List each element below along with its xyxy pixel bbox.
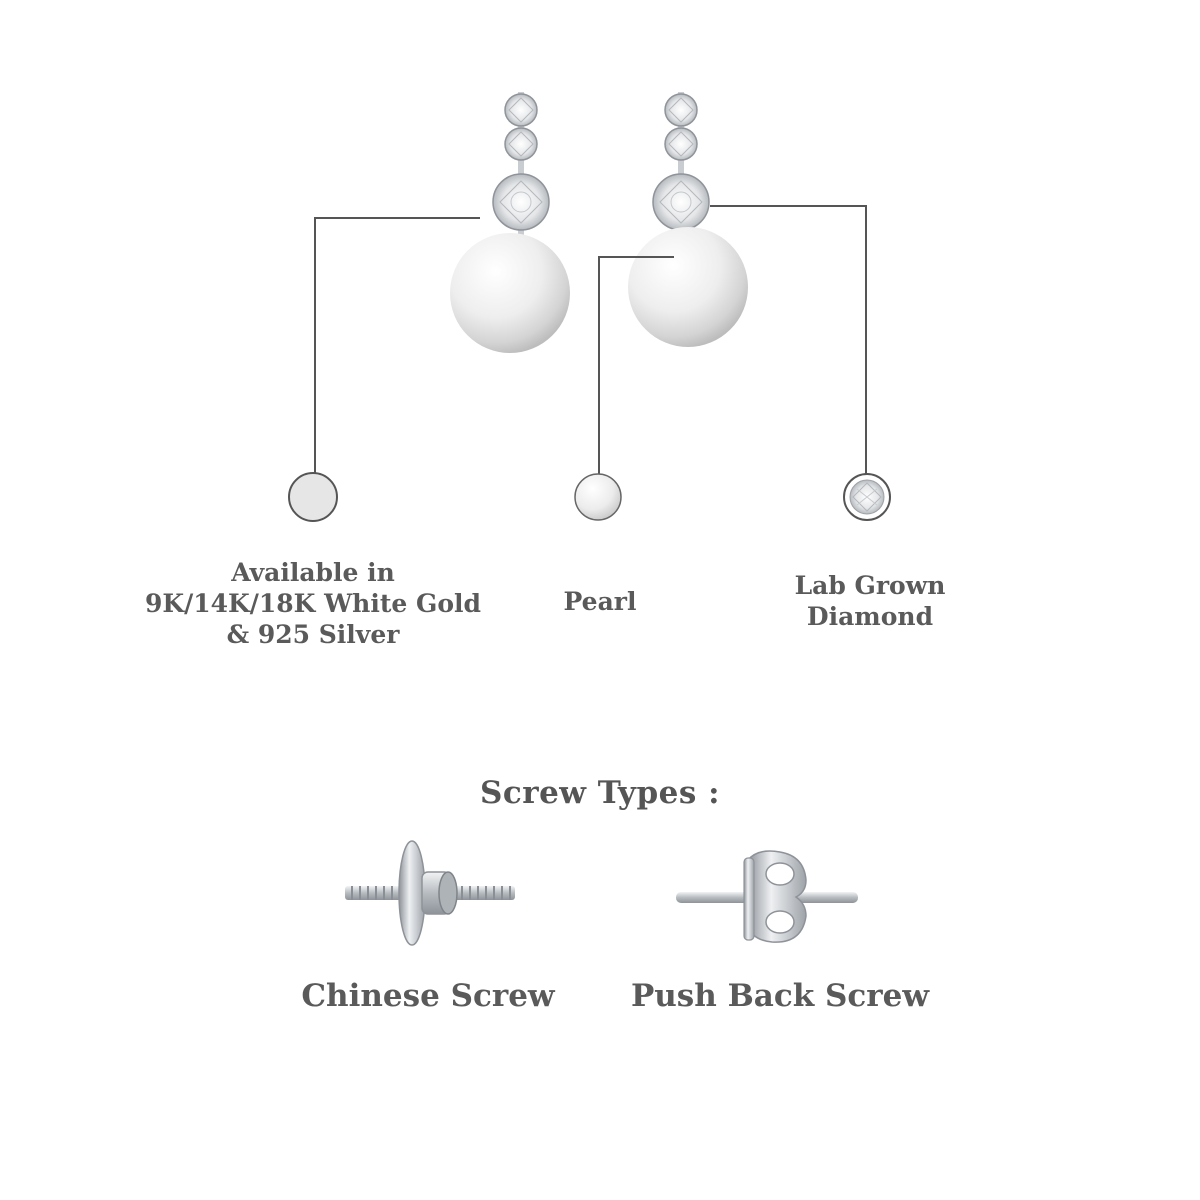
diamond-stone [664, 93, 698, 127]
leader-line-metal [314, 217, 480, 474]
material-label-line: Pearl [563, 587, 637, 616]
chinese-screw-label: Chinese Screw [301, 978, 555, 1014]
material-label-line: & 925 Silver [226, 620, 400, 649]
screw-types-title: Screw Types : [479, 775, 721, 811]
pearl [628, 227, 748, 347]
material-label-line: 9K/14K/18K White Gold [144, 589, 482, 618]
material-label-pearl: Pearl [500, 586, 700, 617]
diamond-swatch-icon [843, 473, 891, 521]
diamond-stone [652, 173, 710, 231]
diamond-stone [504, 93, 538, 127]
material-label-metal: Available in 9K/14K/18K White Gold & 925… [113, 557, 513, 650]
diamond-stone [504, 127, 538, 161]
material-label-line: Lab Grown [794, 571, 946, 600]
material-label-diamond: Lab Grown Diamond [720, 570, 1020, 632]
chinese-screw-icon [345, 840, 515, 946]
pearl [450, 233, 570, 353]
metal-swatch-icon [288, 472, 338, 522]
diamond-stone [664, 127, 698, 161]
earring-right [628, 92, 748, 347]
leader-line-diamond [710, 205, 867, 474]
push-back-screw-label: Push Back Screw [630, 978, 930, 1014]
material-label-line: Available in [231, 558, 395, 587]
material-label-line: Diamond [806, 602, 934, 631]
pearl-swatch-icon [574, 473, 622, 521]
diamond-stone [492, 173, 550, 231]
leader-line-pearl [598, 256, 674, 474]
push-back-screw-icon [676, 850, 858, 943]
earring-left [450, 92, 570, 353]
